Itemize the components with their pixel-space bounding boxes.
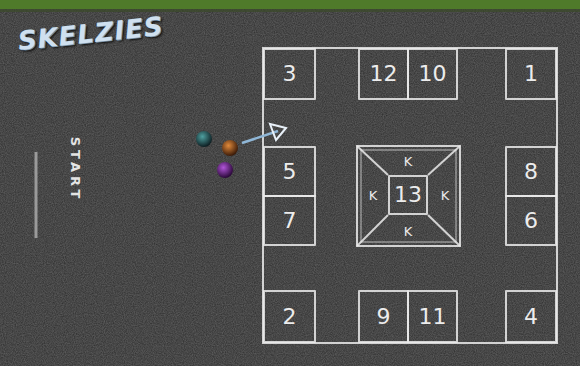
square-number: 11 [419, 306, 447, 328]
king-zone: K [396, 221, 420, 241]
chalk-square: 1 [505, 48, 557, 100]
diagonal [428, 146, 460, 175]
chalk-square: 13 [388, 175, 428, 215]
chalk-square: 12 [358, 48, 409, 100]
king-zone: K [362, 185, 384, 205]
zone-letter: K [404, 225, 413, 238]
square-number: 10 [419, 63, 447, 85]
board-outline [263, 48, 557, 343]
square-number: 9 [377, 306, 391, 328]
center-square [357, 146, 460, 246]
square-number: 3 [283, 63, 297, 85]
chalk-square: 3 [263, 48, 316, 100]
chalk-square: 5 [263, 146, 316, 197]
king-zone: K [434, 185, 456, 205]
start-label: START [68, 137, 83, 203]
chalk-square: 9 [358, 290, 409, 343]
square-number: 1 [524, 63, 538, 85]
square-number: 5 [283, 161, 297, 183]
aim-arrowhead [270, 124, 286, 140]
square-number: 13 [394, 184, 422, 206]
chalk-square: 11 [407, 290, 458, 343]
square-number: 6 [524, 210, 538, 232]
grass-edge [0, 9, 580, 12]
chalk-lines [263, 48, 557, 343]
start-line [35, 152, 38, 238]
diagonal [357, 215, 388, 246]
zone-letter: K [404, 155, 413, 168]
chalk-square: 8 [505, 146, 557, 197]
chalk-square: 6 [505, 195, 557, 246]
zone-letter: K [441, 189, 450, 202]
purple-ball [217, 162, 233, 178]
chalk-square: 4 [505, 290, 557, 343]
orange-ball [222, 140, 238, 156]
diagonal [357, 146, 388, 175]
chalk-square: 7 [263, 195, 316, 246]
teal-ball [196, 131, 212, 147]
game-title: SKELZIES [16, 11, 165, 56]
square-number: 4 [524, 306, 538, 328]
chalk-square: 10 [407, 48, 458, 100]
diagonal [428, 215, 460, 246]
zone-letter: K [369, 189, 378, 202]
square-number: 12 [370, 63, 398, 85]
chalk-square: 2 [263, 290, 316, 343]
grass-strip [0, 0, 580, 9]
square-number: 7 [283, 210, 297, 232]
square-number: 8 [524, 161, 538, 183]
king-zone: K [396, 151, 420, 171]
square-number: 2 [283, 306, 297, 328]
